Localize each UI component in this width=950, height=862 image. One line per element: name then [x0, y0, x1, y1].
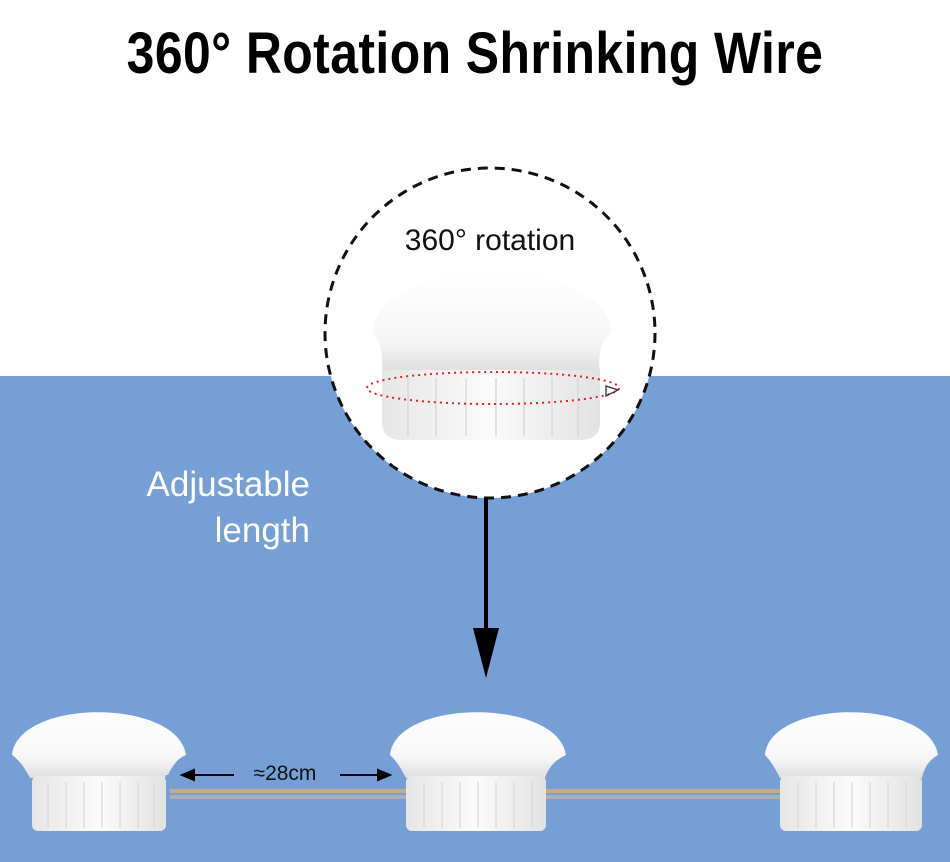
led-light-center [390, 712, 566, 831]
rotation-arrow-icon [366, 371, 620, 405]
spacing-label: ≈28cm [253, 762, 317, 785]
led-light-right [765, 712, 938, 831]
led-light-zoomed [372, 272, 612, 440]
led-light-left [12, 712, 186, 831]
adjustable-length-text: Adjustable length [100, 462, 310, 554]
rotation-label: 360° rotation [404, 224, 576, 257]
double-arrow-icon [179, 768, 393, 782]
adjustable-line: Adjustable [146, 465, 310, 504]
page-title: 360° Rotation Shrinking Wire [126, 21, 824, 86]
down-arrow-icon [473, 498, 499, 678]
length-line: length [214, 511, 310, 550]
